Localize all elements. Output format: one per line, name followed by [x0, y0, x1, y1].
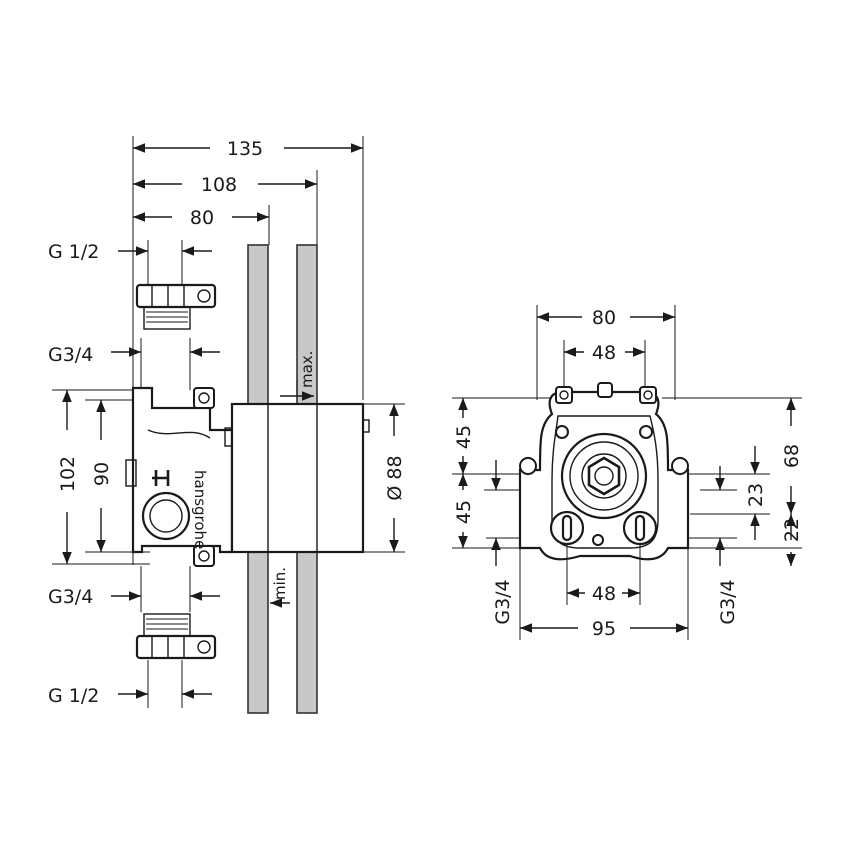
dimension-80-front: 80 — [537, 307, 675, 329]
dim-45-upper-label: 45 — [453, 425, 475, 449]
min-label: min. — [271, 567, 289, 600]
dim-80-front-label: 80 — [592, 307, 616, 329]
dimension-23: 23 — [745, 446, 767, 540]
thread-g12-top-label: G 1/2 — [48, 241, 99, 263]
thread-g12-bottom: G 1/2 — [48, 660, 212, 708]
dimension-45-upper: 45 — [453, 398, 475, 474]
min-marker: min. — [270, 567, 290, 608]
dimension-48-top: 48 — [564, 342, 645, 364]
dim-135-label: 135 — [227, 138, 263, 160]
dim-68-label: 68 — [781, 444, 803, 468]
dim-80-side-label: 80 — [190, 207, 214, 229]
dimension-80-side: 80 — [133, 207, 269, 229]
dimension-68: 68 — [781, 398, 803, 514]
top-fitting — [135, 283, 217, 330]
side-view: 135 108 80 G 1/2 — [48, 136, 406, 714]
dim-108-label: 108 — [201, 174, 237, 196]
max-marker: max. — [280, 351, 316, 401]
dim-22-label: 22 — [781, 518, 803, 542]
dimension-135: 135 — [133, 138, 363, 160]
max-label: max. — [298, 351, 316, 388]
thread-g34-lower-label: G3/4 — [48, 586, 93, 608]
bottom-fitting — [135, 613, 217, 660]
thread-g34-left-label: G3/4 — [492, 579, 514, 624]
thread-g12-top: G 1/2 — [48, 240, 212, 285]
front-view: 80 48 — [452, 305, 803, 640]
dim-102-label: 102 — [57, 456, 79, 492]
brand-text-mark: hansgrohe — [191, 470, 209, 549]
thread-g12-bottom-label: G 1/2 — [48, 685, 99, 707]
dim-90-label: 90 — [91, 462, 113, 486]
thread-g34-upper: G3/4 — [48, 338, 220, 390]
thread-g34-right: G3/4 — [715, 538, 739, 625]
dimension-22: 22 — [781, 514, 803, 566]
valve-body-side: hansgrohe — [125, 386, 236, 567]
dimension-108: 108 — [133, 174, 317, 196]
valve-body-front — [518, 382, 690, 561]
dimension-45-lower: 45 — [453, 474, 475, 548]
thread-g34-right-label: G3/4 — [717, 579, 739, 624]
dim-48-bottom-label: 48 — [592, 583, 616, 605]
dimension-48-bottom: 48 — [567, 583, 640, 605]
cover-body — [230, 402, 370, 554]
dimension-d88: Ø 88 — [363, 403, 406, 553]
thread-g34-lower: G3/4 — [48, 566, 220, 612]
dimension-90: 90 — [91, 400, 113, 552]
dimension-95: 95 — [520, 618, 688, 640]
dim-23-label: 23 — [745, 483, 767, 507]
thread-g34-left: G3/4 — [486, 537, 520, 625]
dim-45-lower-label: 45 — [453, 500, 475, 524]
dim-d88-label: Ø 88 — [384, 455, 406, 500]
dim-95-label: 95 — [592, 618, 616, 640]
dimension-102: 102 — [57, 390, 79, 564]
thread-g34-upper-label: G3/4 — [48, 344, 93, 366]
dim-48-top-label: 48 — [592, 342, 616, 364]
